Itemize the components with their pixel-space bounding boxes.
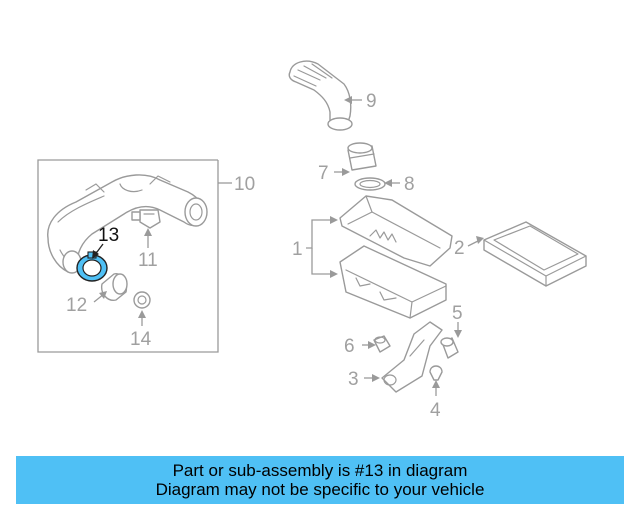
- callout-11: 11: [138, 250, 158, 271]
- callout-2: 2: [454, 238, 465, 259]
- callout-13: 13: [98, 225, 119, 246]
- callout-3: 3: [348, 369, 359, 390]
- part-3-bracket: [381, 321, 443, 393]
- part-6-grommet: [373, 335, 391, 353]
- part-8-seal-ring: [354, 177, 386, 191]
- info-banner: Part or sub-assembly is #13 in diagram D…: [16, 456, 624, 504]
- part-2-filter-element: [483, 221, 587, 287]
- part-5-grommet: [440, 337, 459, 359]
- part-1-housing-upper: [339, 195, 453, 267]
- leader-lines: [92, 96, 484, 396]
- intake-duct-assembly-frame: [37, 159, 228, 353]
- callout-1: 1: [292, 239, 303, 260]
- callout-8: 8: [404, 174, 415, 195]
- callout-6: 6: [344, 336, 355, 357]
- callout-numbers: 9 7 8 10 1 2 13 11 12 14 5 6 3 4: [66, 91, 465, 421]
- banner-line-1: Part or sub-assembly is #13 in diagram: [172, 461, 468, 480]
- part-9-inlet-duct: [288, 60, 353, 131]
- part-11-sensor: [131, 209, 161, 229]
- callout-5: 5: [452, 303, 463, 324]
- callout-7: 7: [318, 163, 329, 184]
- part-4-grommet: [429, 365, 443, 381]
- callout-12: 12: [66, 295, 87, 316]
- banner-line-2: Diagram may not be specific to your vehi…: [155, 480, 485, 499]
- part-13-clamp: [76, 251, 108, 282]
- callout-10: 10: [234, 174, 255, 195]
- parts-diagram: 9 7 8 10 1 2 13 11 12 14 5 6 3 4: [37, 60, 587, 421]
- part-7-connector: [347, 142, 377, 171]
- part-1-housing-lower: [339, 245, 447, 319]
- callout-9: 9: [366, 91, 377, 112]
- callout-14: 14: [130, 329, 152, 350]
- intake-duct: [47, 174, 208, 274]
- part-12-hose: [101, 273, 128, 301]
- part-14-clip: [133, 291, 151, 309]
- callout-4: 4: [430, 400, 441, 421]
